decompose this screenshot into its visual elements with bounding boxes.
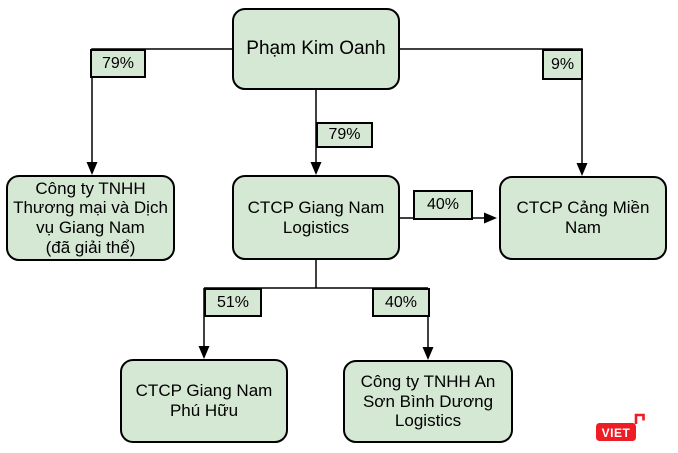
edge-label-owner-cang-mien-nam: 9%: [542, 49, 583, 80]
viet-logo-text: VIET: [602, 426, 631, 440]
node-giang-nam-trading: Công ty TNHH Thương mại và Dịch vụ Giang…: [6, 175, 175, 261]
viet-logo: VIET: [596, 413, 645, 441]
node-giang-nam-phu-huu: CTCP Giang Nam Phú Hữu: [120, 359, 288, 443]
arrowhead-down: [576, 163, 588, 176]
arrowhead-down: [310, 162, 322, 175]
edge-label-logistics-phu-huu: 51%: [204, 288, 262, 317]
arrowhead-down: [198, 346, 210, 359]
viet-logo-flag-icon: [634, 413, 645, 424]
viet-logo-badge: [596, 423, 636, 441]
arrowhead-down: [86, 162, 98, 175]
arrowhead-right: [484, 212, 497, 224]
node-an-son-binh-duong: Công ty TNHH An Sơn Bình Dương Logistics: [343, 360, 513, 443]
node-giang-nam-logistics: CTCP Giang Nam Logistics: [232, 175, 400, 260]
node-cang-mien-nam: CTCP Cảng Miền Nam: [499, 176, 667, 260]
edge-label-logistics-cang: 40%: [413, 190, 473, 220]
node-pham-kim-oanh: Phạm Kim Oanh: [232, 8, 400, 90]
edge-logistics-branch: [203, 260, 429, 348]
arrowhead-down: [422, 347, 434, 360]
edge-label-owner-logistics: 79%: [316, 122, 373, 148]
edge-label-logistics-an-son: 40%: [372, 288, 430, 317]
edge-label-owner-trading: 79%: [90, 49, 146, 78]
